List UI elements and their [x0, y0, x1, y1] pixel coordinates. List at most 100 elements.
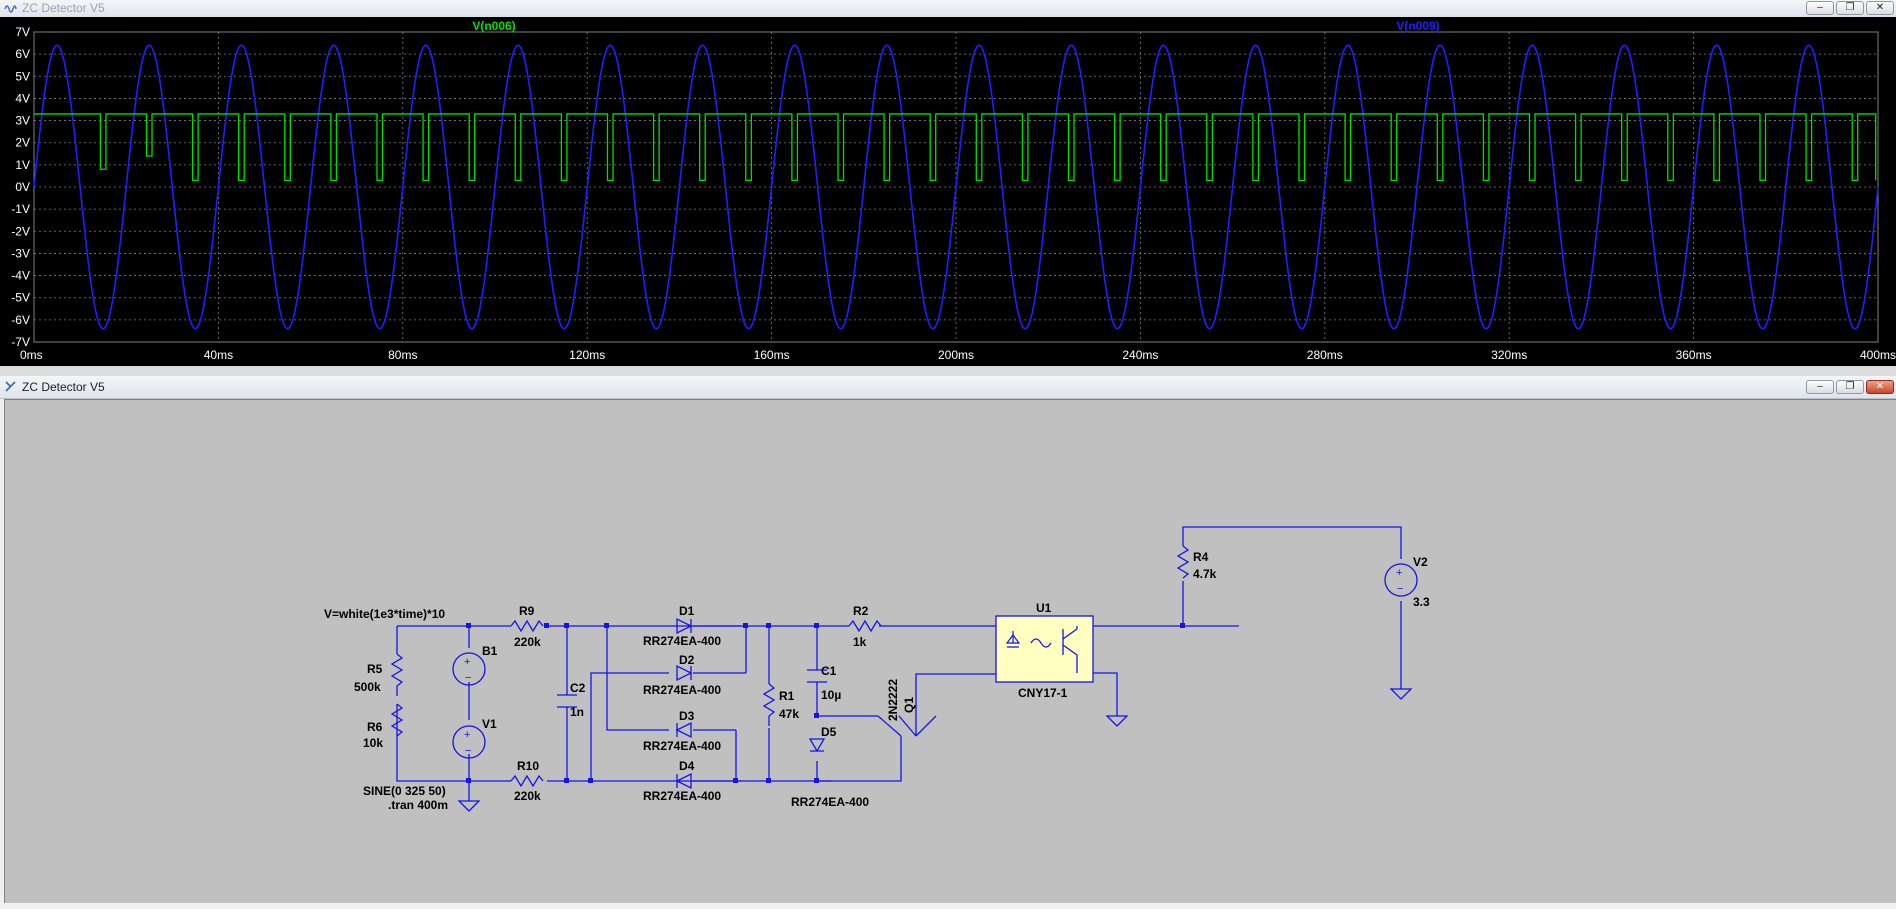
x-tick-label: 160ms: [754, 348, 790, 362]
d4-value[interactable]: RR274EA-400: [643, 789, 721, 803]
u1-body: [995, 615, 1094, 683]
d2-value[interactable]: RR274EA-400: [643, 683, 721, 697]
restore-icon: ❐: [1845, 381, 1855, 392]
b1-expression[interactable]: V=white(1e3*time)*10: [324, 607, 445, 621]
c1-value[interactable]: 10µ: [821, 688, 841, 702]
x-tick-label: 280ms: [1307, 348, 1343, 362]
u1-light-icon: [1030, 638, 1052, 648]
d3-value[interactable]: RR274EA-400: [643, 739, 721, 753]
v2-symbol: [1384, 563, 1418, 597]
svg-text:+: +: [1396, 567, 1402, 579]
schematic-svg[interactable]: +− +− +−: [5, 400, 1896, 904]
r2-value[interactable]: 1k: [853, 635, 867, 649]
v1-value[interactable]: SINE(0 325 50): [363, 784, 446, 798]
x-tick-label: 240ms: [1122, 348, 1158, 362]
minimize-button[interactable]: –: [1806, 1, 1834, 15]
r2-ref[interactable]: R2: [853, 604, 869, 618]
d4-symbol: [675, 772, 692, 790]
maximize-button[interactable]: ❐: [1836, 1, 1864, 15]
u1-value[interactable]: CNY17-1: [1018, 686, 1068, 700]
y-tick-label: 7V: [15, 25, 30, 39]
d3-ref[interactable]: D3: [679, 709, 695, 723]
y-tick-label: -5V: [11, 291, 30, 305]
c2-ref[interactable]: C2: [570, 681, 586, 695]
svg-text:−: −: [465, 672, 471, 684]
y-tick-label: 1V: [15, 158, 30, 172]
tran-directive[interactable]: .tran 400m: [388, 798, 448, 812]
optocoupler-u1[interactable]: [995, 615, 1094, 683]
b1-symbol: [452, 652, 486, 686]
y-tick-label: -7V: [11, 335, 30, 349]
r6-value[interactable]: 10k: [363, 736, 383, 750]
d4-ref[interactable]: D4: [679, 759, 695, 773]
diode-symbols: [675, 617, 826, 790]
x-tick-label: 0ms: [20, 348, 43, 362]
v1-ref[interactable]: V1: [482, 717, 497, 731]
r4-value[interactable]: 4.7k: [1193, 567, 1217, 581]
d5-ref[interactable]: D5: [821, 725, 837, 739]
r9-value[interactable]: 220k: [514, 635, 541, 649]
d5-symbol: [808, 738, 826, 753]
c2-value[interactable]: 1n: [570, 705, 584, 719]
d3-symbol: [675, 721, 692, 739]
r6-symbol: [390, 703, 404, 737]
x-tick-label: 120ms: [569, 348, 605, 362]
x-tick-label: 80ms: [388, 348, 417, 362]
r5-value[interactable]: 500k: [354, 680, 381, 694]
c1-ref[interactable]: C1: [821, 664, 837, 678]
capacitor-symbols: [557, 669, 827, 708]
close-icon: ✕: [1875, 381, 1885, 392]
r1-ref[interactable]: R1: [779, 689, 795, 703]
r5-symbol: [390, 653, 404, 696]
d1-symbol: [676, 617, 693, 635]
schematic-canvas[interactable]: +− +− +−: [4, 399, 1896, 903]
r4-ref[interactable]: R4: [1193, 550, 1209, 564]
close-button[interactable]: ✕: [1866, 1, 1894, 15]
schematic-maximize-button[interactable]: ❐: [1836, 380, 1864, 394]
trace-label-v-n009[interactable]: V(n009): [1396, 19, 1439, 33]
schematic-titlebar[interactable]: ZC Detector V5 – ❐ ✕: [0, 376, 1896, 399]
r10-ref[interactable]: R10: [517, 759, 539, 773]
source-symbols: [452, 563, 1418, 759]
r10-value[interactable]: 220k: [514, 789, 541, 803]
y-tick-label: 3V: [15, 114, 30, 128]
schematic-close-button[interactable]: ✕: [1866, 380, 1894, 394]
r10-symbol: [510, 774, 544, 788]
r9-ref[interactable]: R9: [519, 604, 535, 618]
waveform-titlebar[interactable]: ZC Detector V5 – ❐ ✕: [0, 0, 1896, 18]
source-polarity: +− +− +−: [464, 567, 1403, 757]
v2-ref[interactable]: V2: [1413, 555, 1428, 569]
schematic-wires: [396, 526, 1402, 782]
y-tick-label: 2V: [15, 136, 30, 150]
schematic-app-icon: [5, 381, 16, 392]
y-tick-label: -2V: [11, 224, 30, 238]
r5-ref[interactable]: R5: [367, 662, 383, 676]
q1-value[interactable]: 2N2222: [886, 679, 900, 721]
minimize-icon: –: [1817, 2, 1823, 13]
b1-ref[interactable]: B1: [482, 644, 498, 658]
d2-ref[interactable]: D2: [679, 653, 695, 667]
r6-ref[interactable]: R6: [367, 720, 383, 734]
u1-ref[interactable]: U1: [1036, 601, 1052, 615]
series-v-n009: [33, 44, 1879, 330]
y-tick-label: -4V: [11, 269, 30, 283]
x-tick-label: 320ms: [1491, 348, 1527, 362]
q1-ref[interactable]: Q1: [902, 697, 916, 713]
d2-symbol: [676, 664, 693, 682]
trace-label-v-n006[interactable]: V(n006): [472, 19, 515, 33]
y-tick-label: 0V: [15, 180, 30, 194]
schematic-minimize-button[interactable]: –: [1806, 380, 1834, 394]
r1-value[interactable]: 47k: [779, 707, 799, 721]
v2-value[interactable]: 3.3: [1413, 595, 1430, 609]
d5-value[interactable]: RR274EA-400: [791, 795, 869, 809]
y-tick-label: 4V: [15, 91, 30, 105]
d1-value[interactable]: RR274EA-400: [643, 634, 721, 648]
waveform-window-title: ZC Detector V5: [22, 1, 105, 15]
y-tick-label: -3V: [11, 246, 30, 260]
d1-ref[interactable]: D1: [679, 604, 695, 618]
u1-phototransistor-icon: [1062, 626, 1078, 673]
